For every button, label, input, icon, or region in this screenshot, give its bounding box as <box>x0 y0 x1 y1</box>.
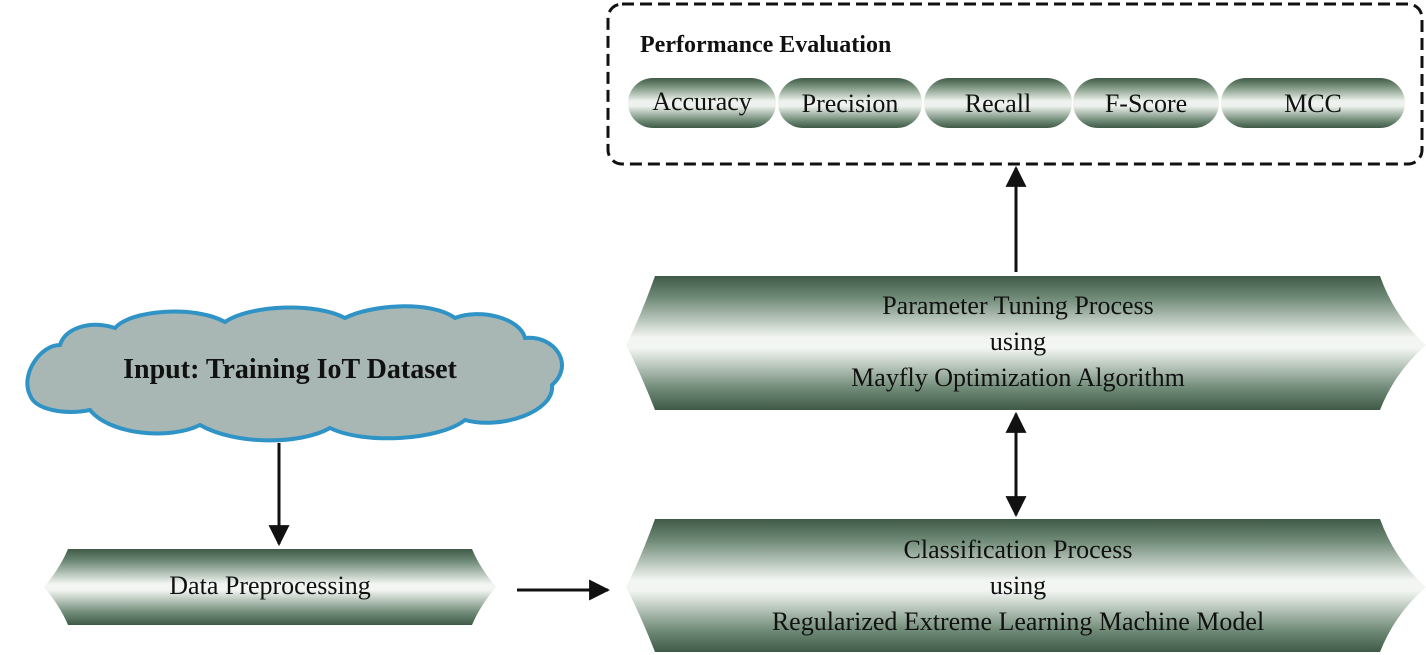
tuning-line-2: using <box>989 327 1047 356</box>
classification-line-1: Classification Process <box>903 535 1133 564</box>
performance-evaluation-title: Performance Evaluation <box>640 32 892 58</box>
metric-label-recall: Recall <box>964 89 1032 118</box>
metric-pill-precision <box>778 78 922 128</box>
tuning-line-1: Parameter Tuning Process <box>882 291 1154 320</box>
metric-label-precision: Precision <box>801 89 899 118</box>
tuning-process-shape <box>626 276 1426 410</box>
metric-label-mcc: MCC <box>1284 89 1342 118</box>
classification-process-shape <box>626 519 1426 652</box>
metric-pill-accuracy <box>628 78 776 128</box>
metric-pill-mcc <box>1221 78 1405 128</box>
metric-pill-fscore <box>1073 78 1219 128</box>
metric-label-fscore: F-Score <box>1104 89 1188 118</box>
classification-line-3: Regularized Extreme Learning Machine Mod… <box>771 607 1265 636</box>
metric-pill-recall <box>924 78 1072 128</box>
input-cloud-shape <box>25 304 564 443</box>
metric-label-accuracy: Accuracy <box>652 87 752 116</box>
input-dataset-label: Input: Training IoT Dataset <box>123 354 457 385</box>
tuning-line-3: Mayfly Optimization Algorithm <box>851 363 1185 392</box>
classification-line-2: using <box>989 571 1047 600</box>
preprocessing-label: Data Preprocessing <box>169 571 371 600</box>
preprocessing-shape <box>44 549 496 625</box>
